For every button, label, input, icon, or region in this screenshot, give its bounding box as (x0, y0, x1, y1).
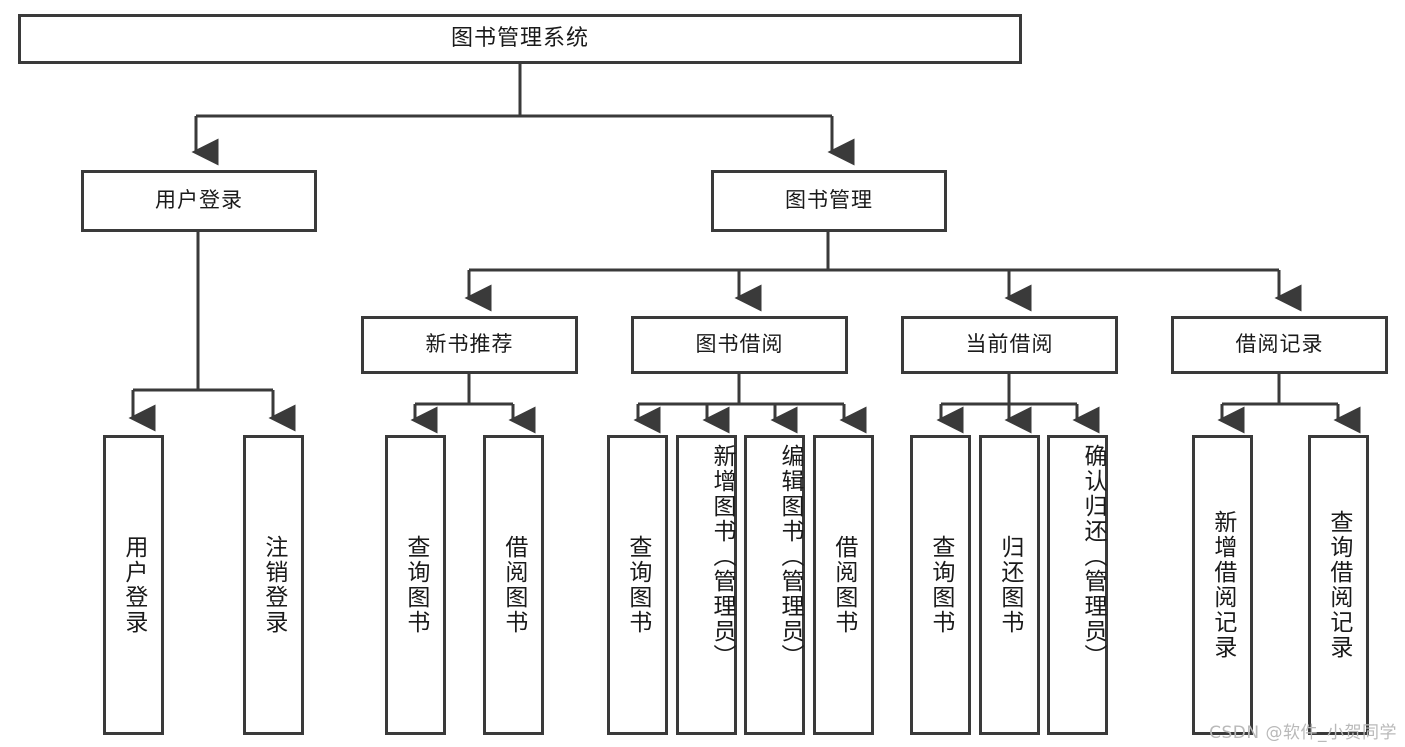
leaf-current-borrow-confirm-return-admin[interactable]: 确认归还（管理员） (1047, 435, 1108, 735)
watermark-text: CSDN @软件_小贺同学 (1209, 723, 1397, 743)
leaf-book-borrow-edit-book-admin[interactable]: 编辑图书（管理员） (744, 435, 805, 735)
node-book-management[interactable]: 图书管理 (711, 170, 947, 232)
leaf-current-borrow-return-books[interactable]: 归还图书 (979, 435, 1040, 735)
leaf-book-borrow-borrow-books[interactable]: 借阅图书 (813, 435, 874, 735)
leaf-borrow-record-add-record[interactable]: 新增借阅记录 (1192, 435, 1253, 735)
node-book-borrow[interactable]: 图书借阅 (631, 316, 848, 374)
node-root-book-management-system[interactable]: 图书管理系统 (18, 14, 1022, 64)
leaf-user-login-logout[interactable]: 注销登录 (243, 435, 304, 735)
node-current-borrow[interactable]: 当前借阅 (901, 316, 1118, 374)
leaf-book-borrow-add-book-admin[interactable]: 新增图书（管理员） (676, 435, 737, 735)
leaf-user-login-login[interactable]: 用户登录 (103, 435, 164, 735)
node-borrow-record[interactable]: 借阅记录 (1171, 316, 1388, 374)
leaf-current-borrow-query-books[interactable]: 查询图书 (910, 435, 971, 735)
leaf-borrow-record-query-record[interactable]: 查询借阅记录 (1308, 435, 1369, 735)
leaf-book-borrow-query-books[interactable]: 查询图书 (607, 435, 668, 735)
leaf-new-book-query-books[interactable]: 查询图书 (385, 435, 446, 735)
leaf-new-book-borrow-books[interactable]: 借阅图书 (483, 435, 544, 735)
node-new-book-recommend[interactable]: 新书推荐 (361, 316, 578, 374)
node-user-login[interactable]: 用户登录 (81, 170, 317, 232)
